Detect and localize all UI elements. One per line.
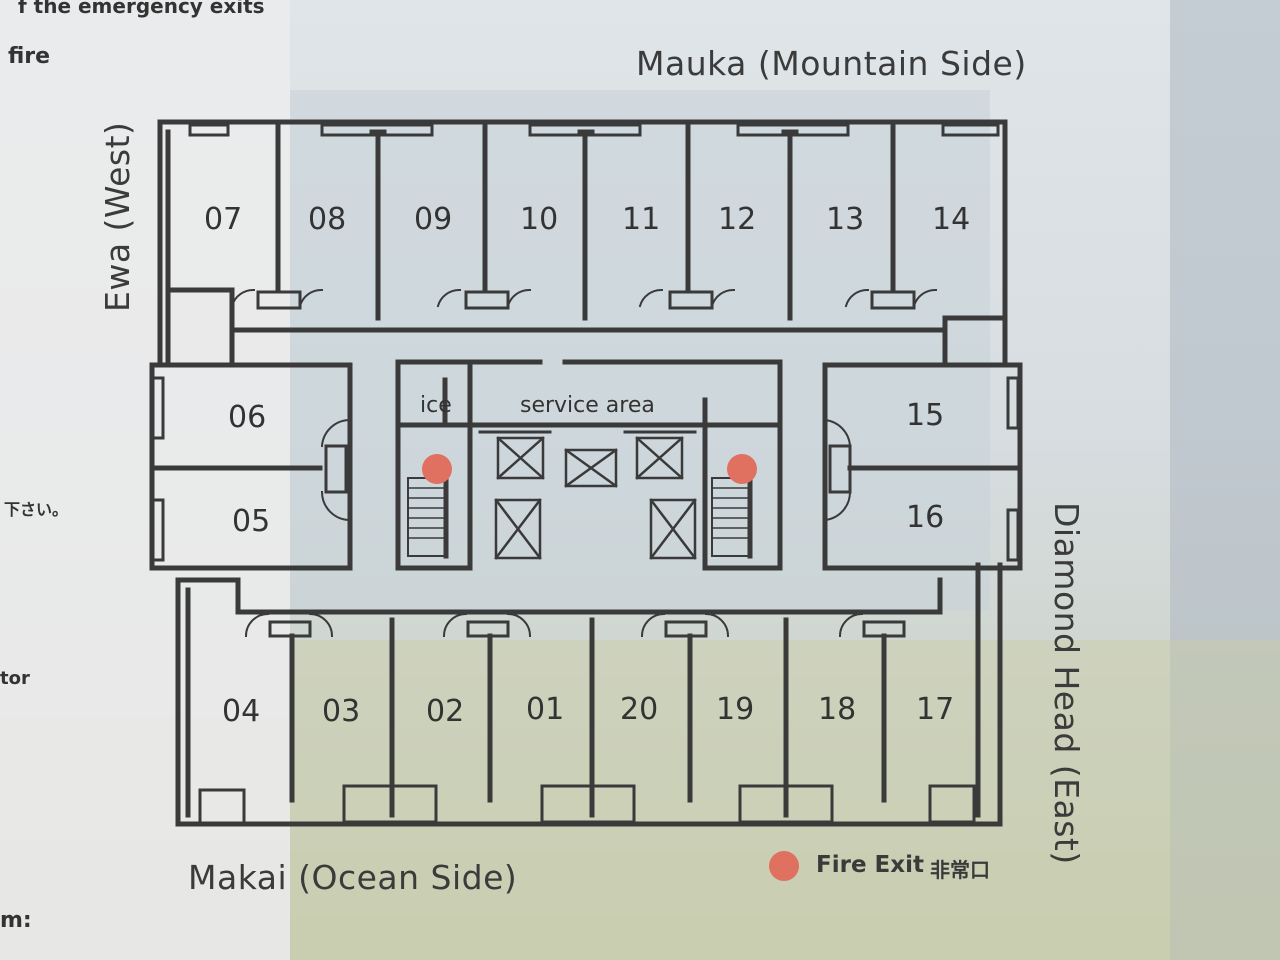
room-16: 16 (906, 500, 945, 535)
room-14: 14 (932, 202, 971, 237)
margin-text-fire: fire (8, 44, 51, 69)
room-03: 03 (322, 694, 361, 729)
margin-text-jp: 下さい。 (4, 500, 69, 519)
room-06: 06 (228, 400, 267, 435)
legend-fire-exit-label: Fire Exit (816, 852, 924, 878)
room-13: 13 (826, 202, 865, 237)
legend-fire-exit-dot (769, 851, 799, 881)
room-02: 02 (426, 694, 465, 729)
room-07: 07 (204, 202, 243, 237)
margin-text-m: m: (0, 908, 32, 933)
margin-text-tor: tor (0, 668, 30, 689)
room-10: 10 (520, 202, 559, 237)
room-20: 20 (620, 692, 659, 727)
room-09: 09 (414, 202, 453, 237)
compass-south-label: Makai (Ocean Side) (188, 858, 518, 897)
service-area-label: service area (520, 393, 655, 418)
fire-exit-marker-left (422, 454, 452, 484)
compass-north-label: Mauka (Mountain Side) (636, 44, 1027, 83)
room-08: 08 (308, 202, 347, 237)
legend-fire-exit-jp: 非常口 (930, 858, 990, 882)
room-19: 19 (716, 692, 755, 727)
room-17: 17 (916, 692, 955, 727)
room-18: 18 (818, 692, 857, 727)
room-15: 15 (906, 398, 945, 433)
room-01: 01 (526, 692, 565, 727)
room-04: 04 (222, 694, 261, 729)
room-11: 11 (622, 202, 661, 237)
ice-area-label: ice (420, 393, 452, 418)
fire-exit-marker-right (727, 454, 757, 484)
room-05: 05 (232, 504, 271, 539)
room-12: 12 (718, 202, 757, 237)
header-partial-text: f the emergency exits (18, 0, 265, 18)
